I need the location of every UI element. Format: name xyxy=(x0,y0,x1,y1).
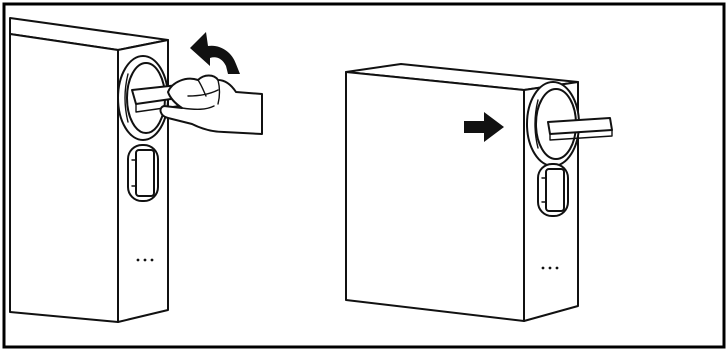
curved-rotate-arrow-icon xyxy=(190,32,240,74)
left-panel xyxy=(9,17,263,323)
indicator-dots-icon xyxy=(136,258,154,262)
right-panel xyxy=(345,63,613,322)
toggle-switch-icon xyxy=(537,163,569,217)
hand-icon xyxy=(159,74,263,135)
right-arrow-icon xyxy=(464,112,504,142)
rotary-knob-icon xyxy=(526,81,613,167)
indicator-dots-icon xyxy=(541,266,559,270)
toggle-switch-icon xyxy=(127,144,159,202)
